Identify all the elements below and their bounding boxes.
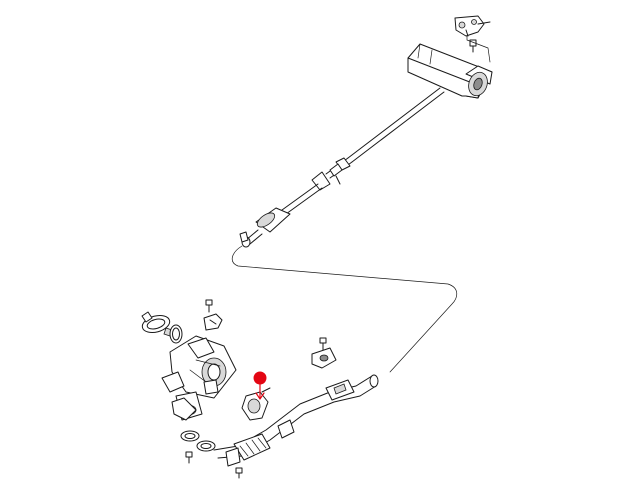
- front-gasket-lower: [180, 430, 200, 442]
- front-bracket: [203, 313, 223, 331]
- rubber-mount: [311, 347, 337, 369]
- rear-hanger-bracket: [454, 15, 491, 37]
- centre-resonator: [241, 207, 291, 248]
- leader-line-hanger: [466, 35, 491, 63]
- catalytic-converter: [161, 335, 237, 421]
- pipe-support-bracket: [277, 419, 295, 439]
- small-bolt-bottom: [235, 467, 243, 479]
- small-bolt-lower: [185, 451, 193, 464]
- catalytic-heat-shield: [171, 397, 197, 421]
- rear-muffler: [407, 43, 493, 99]
- front-clamp-ring: [141, 311, 173, 337]
- highlight-marker: [253, 371, 267, 385]
- small-bolt-left: [205, 299, 213, 313]
- mid-pipe-clamp: [329, 163, 343, 185]
- intermediate-pipe: [281, 87, 445, 215]
- resonator-clamp: [239, 231, 249, 243]
- rubber-mount-bolt: [319, 337, 327, 351]
- pipe-hanger-bracket: [325, 379, 355, 401]
- connection-reference-line: [231, 245, 458, 373]
- front-gasket-ring: [169, 324, 183, 344]
- flange-clamp-highlighted: [241, 387, 271, 421]
- flange-gasket: [196, 440, 216, 452]
- flex-coupling: [233, 433, 271, 461]
- front-pipe-flange: [225, 447, 241, 467]
